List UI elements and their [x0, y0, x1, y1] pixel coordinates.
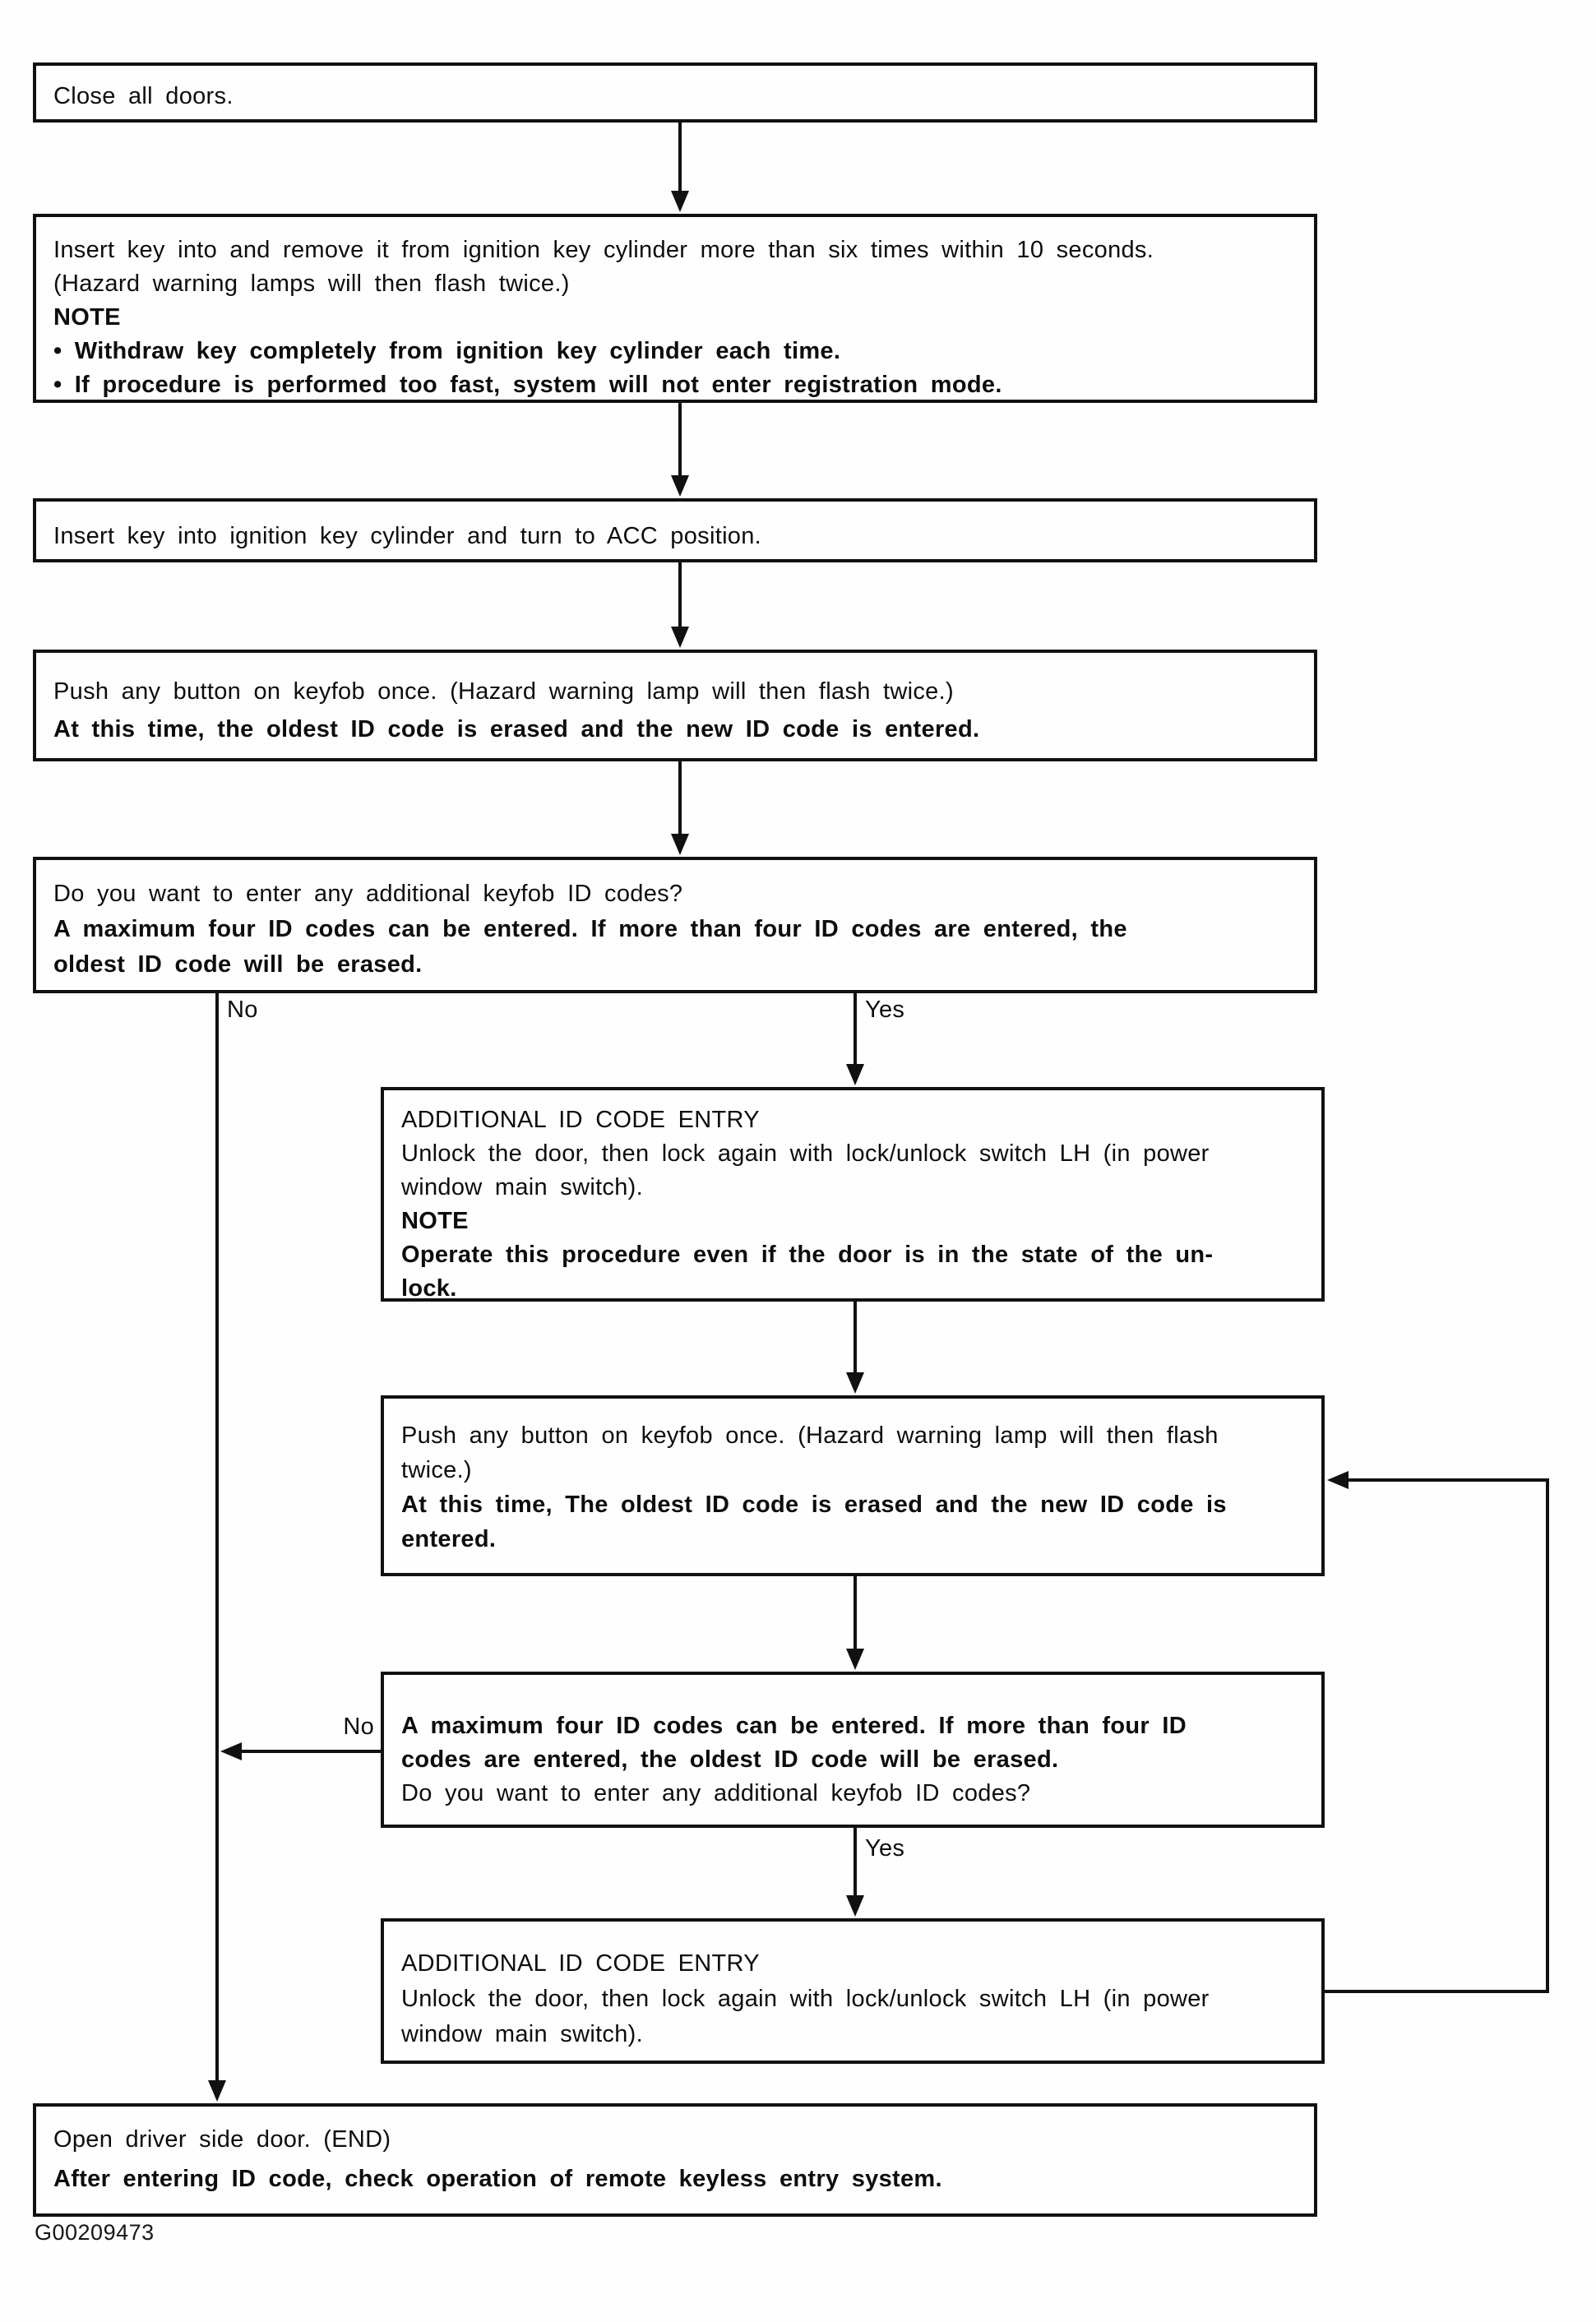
flow-step-push-button-first: Push any button on keyfob once. (Hazard … — [33, 650, 1317, 761]
flow-decision-additional-codes: Do you want to enter any additional keyf… — [33, 857, 1317, 993]
step-text-line: entered. — [401, 1526, 497, 1552]
arrowhead-down-icon — [846, 1649, 864, 1670]
step-text-line: Do you want to enter any additional keyf… — [53, 881, 683, 907]
note-text-line: Operate this procedure even if the door … — [401, 1242, 1214, 1268]
step-text-line: Do you want to enter any additional keyf… — [401, 1780, 1031, 1806]
note-heading: NOTE — [401, 1208, 469, 1234]
flow-step-insert-remove-key: Insert key into and remove it from ignit… — [33, 214, 1317, 403]
branch-label-no-top: No — [227, 997, 258, 1023]
flow-step-insert-key-acc: Insert key into ignition key cylinder an… — [33, 498, 1317, 562]
step-text-line: Push any button on keyfob once. (Hazard … — [53, 678, 954, 705]
branch-label-yes-mid: Yes — [865, 1835, 905, 1862]
flow-step-close-doors: Close all doors. — [33, 62, 1317, 123]
step-text-line: A maximum four ID codes can be entered. … — [53, 916, 1127, 942]
flow-decision-max-codes: A maximum four ID codes can be entered. … — [381, 1672, 1325, 1828]
step-text-line: Insert key into ignition key cylinder an… — [53, 523, 762, 549]
step-text-line: oldest ID code will be erased. — [53, 951, 423, 978]
step-text-line: Insert key into and remove it from ignit… — [53, 237, 1154, 263]
step-text-line: A maximum four ID codes can be entered. … — [401, 1713, 1187, 1739]
step-text-line: Close all doors. — [53, 83, 234, 109]
arrowhead-down-icon — [846, 1064, 864, 1085]
step-title: ADDITIONAL ID CODE ENTRY — [401, 1950, 760, 1977]
arrowhead-left-icon — [1327, 1471, 1349, 1489]
step-text-line: Push any button on keyfob once. (Hazard … — [401, 1422, 1219, 1449]
step-text-line: After entering ID code, check operation … — [53, 2166, 942, 2192]
figure-code: G00209473 — [35, 2220, 155, 2245]
flow-step-push-button-loop: Push any button on keyfob once. (Hazard … — [381, 1395, 1325, 1576]
step-title: ADDITIONAL ID CODE ENTRY — [401, 1107, 760, 1133]
branch-label-yes-top: Yes — [865, 997, 905, 1023]
step-text-line: At this time, The oldest ID code is eras… — [401, 1492, 1227, 1518]
step-text-line: codes are entered, the oldest ID code wi… — [401, 1746, 1059, 1773]
arrowhead-left-icon — [220, 1742, 242, 1760]
step-text-line: window main switch). — [401, 1174, 643, 1200]
step-text-line: At this time, the oldest ID code is eras… — [53, 716, 980, 742]
note-bullet: • If procedure is performed too fast, sy… — [53, 372, 1002, 398]
arrowhead-down-icon — [671, 475, 689, 497]
note-text-line: lock. — [401, 1275, 457, 1302]
arrowhead-down-icon — [208, 2080, 226, 2102]
arrowhead-down-icon — [846, 1895, 864, 1917]
note-heading: NOTE — [53, 304, 121, 331]
flow-step-open-door-end: Open driver side door. (END) After enter… — [33, 2103, 1317, 2217]
step-text-line: Unlock the door, then lock again with lo… — [401, 1140, 1210, 1167]
arrowhead-down-icon — [671, 191, 689, 212]
step-text-line: window main switch). — [401, 2021, 643, 2047]
step-text-line: Unlock the door, then lock again with lo… — [401, 1986, 1210, 2012]
arrowhead-down-icon — [671, 627, 689, 648]
flow-step-additional-entry-1: ADDITIONAL ID CODE ENTRY Unlock the door… — [381, 1087, 1325, 1302]
arrowhead-down-icon — [846, 1372, 864, 1394]
note-bullet: • Withdraw key completely from ignition … — [53, 338, 841, 364]
flow-step-additional-entry-2: ADDITIONAL ID CODE ENTRY Unlock the door… — [381, 1918, 1325, 2064]
branch-label-no-mid: No — [343, 1714, 374, 1740]
step-text-line: (Hazard warning lamps will then flash tw… — [53, 271, 570, 297]
step-text-line: Open driver side door. (END) — [53, 2126, 391, 2153]
arrowhead-down-icon — [671, 834, 689, 855]
step-text-line: twice.) — [401, 1457, 472, 1483]
